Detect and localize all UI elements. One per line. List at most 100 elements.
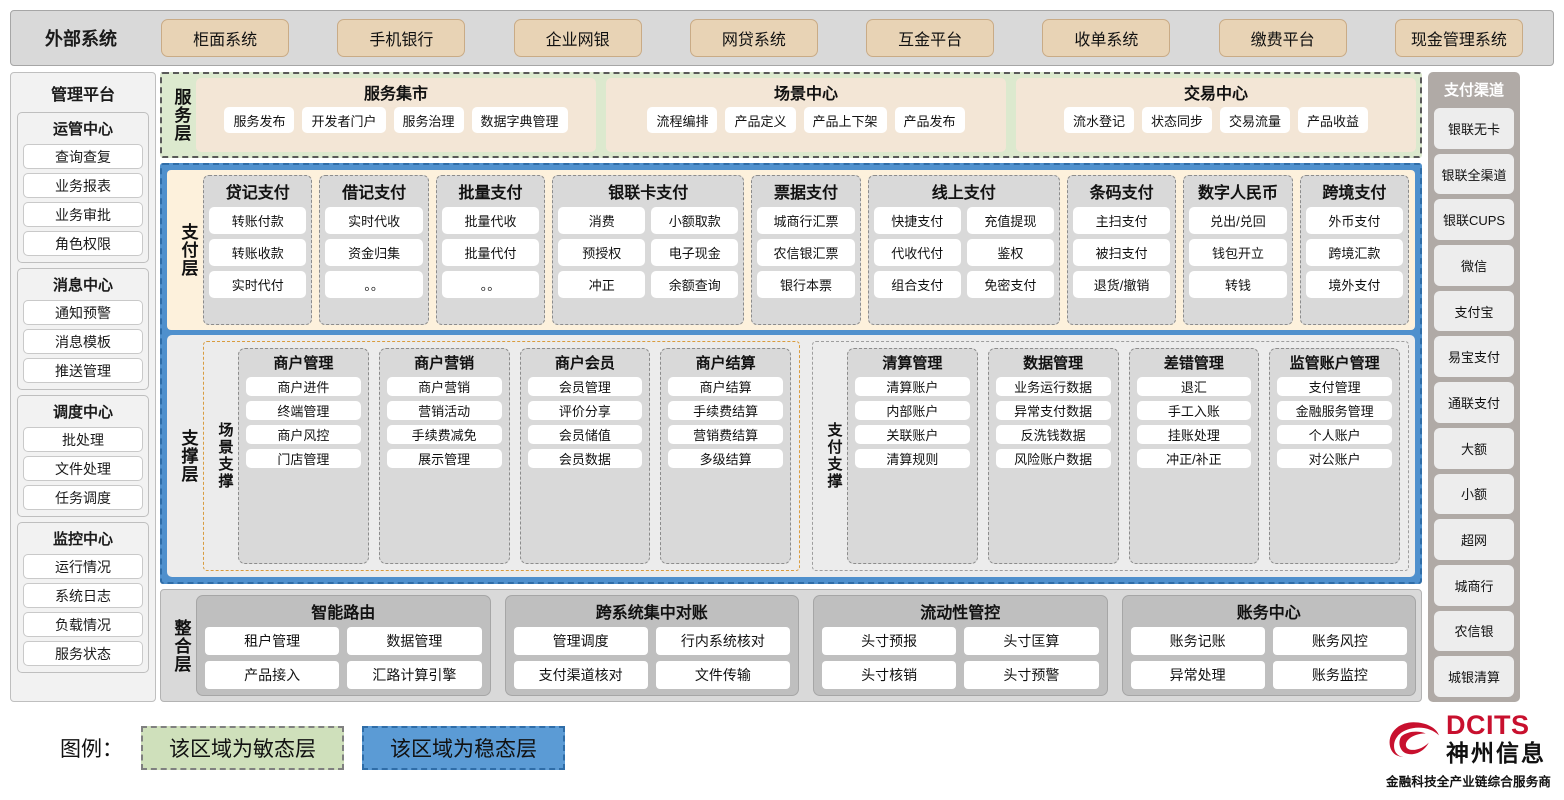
integration-item[interactable]: 账务风控 xyxy=(1272,627,1407,655)
payment-channel-item[interactable]: 农信银 xyxy=(1434,610,1514,652)
support-item[interactable]: 终端管理 xyxy=(246,401,361,420)
support-item[interactable]: 展示管理 xyxy=(386,449,502,468)
payment-item[interactable]: 主扫支付 xyxy=(1072,207,1171,234)
management-item[interactable]: 角色权限 xyxy=(23,231,143,256)
payment-item[interactable]: 。。 xyxy=(441,271,540,298)
payment-item[interactable]: 资金归集 xyxy=(325,239,423,266)
payment-item[interactable]: 外币支付 xyxy=(1305,207,1404,234)
payment-item[interactable]: 。。 xyxy=(325,271,423,298)
integration-item[interactable]: 汇路计算引擎 xyxy=(347,661,482,689)
payment-item[interactable]: 充值提现 xyxy=(966,207,1054,234)
support-item[interactable]: 手续费结算 xyxy=(668,401,783,420)
payment-item[interactable]: 实时代收 xyxy=(325,207,423,234)
management-item[interactable]: 查询查复 xyxy=(23,144,143,169)
external-system-chip[interactable]: 企业网银 xyxy=(513,19,642,57)
integration-item[interactable]: 账务记账 xyxy=(1130,627,1265,655)
payment-item[interactable]: 实时代付 xyxy=(209,271,307,298)
payment-channel-item[interactable]: 超网 xyxy=(1434,519,1514,560)
payment-item[interactable]: 转账收款 xyxy=(209,239,307,266)
support-item[interactable]: 异常支付数据 xyxy=(995,401,1111,420)
support-item[interactable]: 支付管理 xyxy=(1277,377,1392,396)
support-item[interactable]: 业务运行数据 xyxy=(995,377,1111,396)
integration-item[interactable]: 头寸预报 xyxy=(822,627,957,655)
payment-channel-item[interactable]: 大额 xyxy=(1434,427,1514,469)
support-item[interactable]: 商户营销 xyxy=(386,377,502,396)
payment-channel-item[interactable]: 微信 xyxy=(1434,245,1514,286)
support-item[interactable]: 金融服务管理 xyxy=(1277,401,1392,420)
support-item[interactable]: 门店管理 xyxy=(246,449,361,468)
integration-item[interactable]: 头寸预警 xyxy=(964,661,1099,689)
service-item[interactable]: 产品上下架 xyxy=(803,107,887,133)
management-item[interactable]: 运行情况 xyxy=(23,554,143,579)
support-item[interactable]: 冲正/补正 xyxy=(1136,449,1252,468)
support-item[interactable]: 关联账户 xyxy=(855,425,970,444)
payment-item[interactable]: 钱包开立 xyxy=(1189,239,1287,266)
support-item[interactable]: 商户结算 xyxy=(668,377,783,396)
payment-channel-item[interactable]: 易宝支付 xyxy=(1434,336,1514,378)
management-item[interactable]: 通知预警 xyxy=(23,300,143,325)
management-item[interactable]: 负载情况 xyxy=(23,612,143,637)
payment-item[interactable]: 电子现金 xyxy=(651,239,739,266)
payment-item[interactable]: 组合支付 xyxy=(873,271,961,298)
external-system-chip[interactable]: 收单系统 xyxy=(1042,19,1171,57)
support-item[interactable]: 挂账处理 xyxy=(1136,425,1252,444)
support-item[interactable]: 对公账户 xyxy=(1277,449,1392,468)
service-item[interactable]: 服务发布 xyxy=(224,107,295,133)
support-item[interactable]: 商户进件 xyxy=(246,377,361,396)
service-item[interactable]: 数据字典管理 xyxy=(471,107,568,133)
payment-channel-item[interactable]: 银联CUPS xyxy=(1434,199,1514,241)
payment-item[interactable]: 预授权 xyxy=(558,239,646,266)
management-item[interactable]: 系统日志 xyxy=(23,583,143,608)
management-item[interactable]: 业务审批 xyxy=(23,202,143,227)
payment-item[interactable]: 城商行汇票 xyxy=(757,207,855,234)
integration-item[interactable]: 头寸核销 xyxy=(822,661,957,689)
payment-item[interactable]: 转账付款 xyxy=(209,207,307,234)
integration-item[interactable]: 行内系统核对 xyxy=(655,627,790,655)
payment-item[interactable]: 冲正 xyxy=(558,271,646,298)
support-item[interactable]: 退汇 xyxy=(1136,377,1252,396)
payment-item[interactable]: 消费 xyxy=(558,207,646,234)
integration-item[interactable]: 租户管理 xyxy=(205,627,340,655)
external-system-chip[interactable]: 手机银行 xyxy=(337,19,466,57)
payment-item[interactable]: 批量代收 xyxy=(441,207,540,234)
payment-channel-item[interactable]: 小额 xyxy=(1434,473,1514,515)
payment-channel-item[interactable]: 通联支付 xyxy=(1434,382,1514,423)
integration-item[interactable]: 头寸匡算 xyxy=(964,627,1099,655)
external-system-chip[interactable]: 网贷系统 xyxy=(689,19,818,57)
external-system-chip[interactable]: 柜面系统 xyxy=(161,19,290,57)
management-item[interactable]: 业务报表 xyxy=(23,173,143,198)
support-item[interactable]: 内部账户 xyxy=(855,401,970,420)
payment-item[interactable]: 跨境汇款 xyxy=(1305,239,1404,266)
support-item[interactable]: 会员管理 xyxy=(527,377,643,396)
support-item[interactable]: 营销费结算 xyxy=(668,425,783,444)
integration-item[interactable]: 文件传输 xyxy=(655,661,790,689)
support-item[interactable]: 评价分享 xyxy=(527,401,643,420)
support-item[interactable]: 风险账户数据 xyxy=(995,449,1111,468)
external-system-chip[interactable]: 现金管理系统 xyxy=(1394,19,1523,57)
integration-item[interactable]: 支付渠道核对 xyxy=(513,661,648,689)
payment-item[interactable]: 农信银汇票 xyxy=(757,239,855,266)
management-item[interactable]: 服务状态 xyxy=(23,641,143,666)
external-system-chip[interactable]: 缴费平台 xyxy=(1218,19,1347,57)
support-item[interactable]: 商户风控 xyxy=(246,425,361,444)
payment-item[interactable]: 快捷支付 xyxy=(873,207,961,234)
payment-item[interactable]: 余额查询 xyxy=(651,271,739,298)
support-item[interactable]: 会员数据 xyxy=(527,449,643,468)
service-item[interactable]: 流程编排 xyxy=(647,107,718,133)
payment-channel-item[interactable]: 支付宝 xyxy=(1434,290,1514,332)
support-item[interactable]: 会员储值 xyxy=(527,425,643,444)
management-item[interactable]: 文件处理 xyxy=(23,456,143,481)
management-item[interactable]: 批处理 xyxy=(23,427,143,452)
integration-item[interactable]: 产品接入 xyxy=(205,661,340,689)
payment-item[interactable]: 转钱 xyxy=(1189,271,1287,298)
support-item[interactable]: 清算规则 xyxy=(855,449,970,468)
payment-channel-item[interactable]: 城银清算 xyxy=(1434,656,1514,697)
integration-item[interactable]: 数据管理 xyxy=(347,627,482,655)
service-item[interactable]: 产品收益 xyxy=(1298,107,1369,133)
service-item[interactable]: 服务治理 xyxy=(393,107,464,133)
payment-item[interactable]: 银行本票 xyxy=(757,271,855,298)
service-item[interactable]: 产品定义 xyxy=(725,107,796,133)
external-system-chip[interactable]: 互金平台 xyxy=(866,19,995,57)
payment-item[interactable]: 小额取款 xyxy=(651,207,739,234)
payment-channel-item[interactable]: 城商行 xyxy=(1434,564,1514,606)
